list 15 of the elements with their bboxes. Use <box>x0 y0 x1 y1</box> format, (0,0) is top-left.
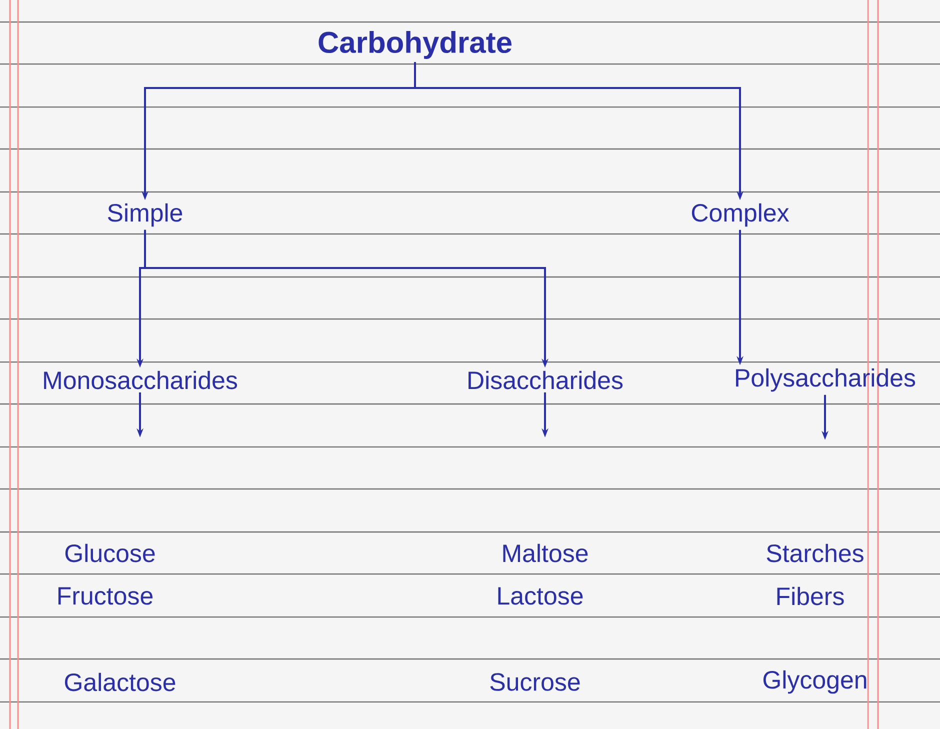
node-label: Monosaccharides <box>44 370 238 390</box>
node-label: Sucrose <box>490 673 580 691</box>
node-label: Polysaccharides <box>736 368 916 392</box>
node-label: Maltose <box>503 544 588 562</box>
node-label: Glucose <box>65 544 155 562</box>
node-label: Starches <box>766 544 864 562</box>
node-label: Simple <box>108 203 182 227</box>
node-label: Fibers <box>777 586 844 606</box>
node-label: Carbohydrate <box>318 31 512 59</box>
node-label: Disaccharides <box>468 370 623 390</box>
node-label: Lactose <box>498 587 583 605</box>
node-label: Complex <box>692 203 790 227</box>
node-label: Glycogen <box>763 670 866 694</box>
node-label: Fructose <box>58 587 153 605</box>
node-label: Galactose <box>64 672 176 692</box>
